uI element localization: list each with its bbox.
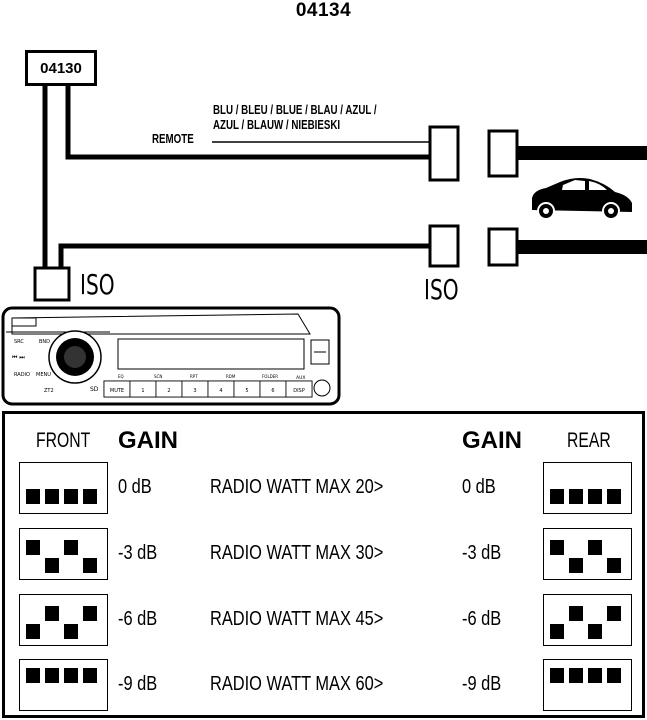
speaker-square	[83, 668, 97, 683]
iso-connector-female	[428, 224, 460, 268]
speaker-square	[26, 540, 40, 555]
rear-speaker-pattern	[543, 594, 632, 646]
speaker-square	[26, 668, 40, 683]
iso-cable	[58, 243, 430, 268]
speaker-square	[64, 540, 78, 555]
remote-connector-female	[428, 125, 460, 182]
gain-header-right: GAIN	[462, 427, 522, 454]
rear-header: REAR	[567, 429, 611, 452]
speaker-square	[569, 668, 583, 683]
rear-speaker-pattern	[543, 528, 632, 580]
svg-text:SRC: SRC	[14, 339, 24, 345]
speaker-square	[588, 540, 602, 555]
front-speaker-pattern	[19, 659, 108, 711]
gain-header-left: GAIN	[118, 427, 178, 454]
radio-button-label: 2	[167, 388, 170, 394]
speaker-square	[45, 606, 59, 621]
front-speaker-pattern	[19, 594, 108, 646]
radio-small-label: FOLDER	[262, 374, 278, 379]
speaker-square	[26, 624, 40, 639]
svg-text:MENU: MENU	[36, 372, 51, 378]
radio-button-7	[285, 380, 313, 398]
speaker-square	[45, 558, 59, 573]
vehicle-cable-remote	[517, 146, 647, 160]
svg-text:ZT2: ZT2	[44, 388, 54, 394]
radio-button-label: 5	[245, 388, 248, 394]
front-header: FRONT	[36, 429, 91, 452]
speaker-square	[64, 624, 78, 639]
remote-label: REMOTE	[152, 132, 194, 146]
speaker-square	[569, 606, 583, 621]
radio-watt-max-label: RADIO WATT MAX 30>	[210, 542, 384, 564]
svg-text:SD: SD	[90, 386, 99, 393]
speaker-square	[588, 489, 602, 504]
speaker-square	[588, 624, 602, 639]
radio-button-label: 1	[141, 388, 144, 394]
car-icon	[532, 178, 632, 220]
svg-text:⏮ ⏭: ⏮ ⏭	[12, 354, 25, 361]
wiring-diagram: SRC BND ⏮ ⏭ RADIO MENU ZT2 SD AUX ISO MU…	[1, 86, 647, 406]
wire-color-label-line1: BLU / BLEU / BLUE / BLAU / AZUL /	[213, 103, 377, 117]
diagram-title: 04134	[295, 0, 352, 21]
radio-button-label: DISP	[293, 388, 305, 394]
speaker-square	[26, 489, 40, 504]
speaker-square	[45, 489, 59, 504]
radio-button-label: MUTE	[110, 388, 124, 394]
speaker-square	[83, 489, 97, 504]
speaker-square	[569, 558, 583, 573]
rear-speaker-pattern	[543, 462, 632, 514]
radio-head-unit: SRC BND ⏮ ⏭ RADIO MENU ZT2 SD AUX ISO	[1, 306, 341, 406]
front-gain-value: -6 dB	[118, 608, 158, 630]
gain-table: FRONT GAIN GAIN REAR 0 dB RADIO WATT MAX …	[2, 411, 645, 718]
speaker-square	[569, 489, 583, 504]
remote-connector-male	[487, 129, 519, 178]
speaker-square	[588, 668, 602, 683]
rear-speaker-pattern	[543, 659, 632, 711]
speaker-square	[45, 668, 59, 683]
module-04130-box: 04130	[25, 50, 97, 86]
rear-gain-value: 0 dB	[462, 476, 496, 498]
speaker-square	[83, 558, 97, 573]
svg-text:BND: BND	[39, 339, 50, 345]
rear-gain-value: -3 dB	[462, 542, 502, 564]
vehicle-cable-iso	[517, 240, 647, 254]
front-speaker-pattern	[19, 528, 108, 580]
svg-text:RADIO: RADIO	[14, 372, 30, 378]
radio-small-label: RPT	[190, 374, 198, 379]
speaker-square	[550, 668, 564, 683]
radio-button-label: 6	[271, 388, 274, 394]
speaker-square	[64, 668, 78, 683]
speaker-square	[607, 606, 621, 621]
rear-gain-value: -6 dB	[462, 608, 502, 630]
speaker-square	[607, 558, 621, 573]
front-speaker-pattern	[19, 462, 108, 514]
speaker-square	[550, 540, 564, 555]
speaker-square	[607, 668, 621, 683]
iso-label-left: ISO	[80, 268, 115, 301]
iso-connector-left	[33, 266, 71, 302]
radio-small-label: EQ	[118, 374, 124, 379]
speaker-square	[83, 606, 97, 621]
wire-color-label-line2: AZUL / BLAUW / NIEBIESKI	[213, 118, 341, 132]
front-gain-value: 0 dB	[118, 476, 152, 498]
radio-button-label: 4	[219, 388, 222, 394]
speaker-square	[64, 489, 78, 504]
speaker-square	[550, 624, 564, 639]
remote-cable	[65, 86, 430, 160]
rear-gain-value: -9 dB	[462, 673, 502, 695]
radio-watt-max-label: RADIO WATT MAX 60>	[210, 673, 384, 695]
iso-connector-male	[487, 227, 519, 267]
radio-button-label: 3	[193, 388, 196, 394]
speaker-square	[550, 489, 564, 504]
radio-watt-max-label: RADIO WATT MAX 45>	[210, 608, 384, 630]
front-gain-value: -3 dB	[118, 542, 158, 564]
iso-label-right: ISO	[424, 273, 459, 306]
radio-small-label: RDM	[226, 374, 236, 379]
svg-text:AUX: AUX	[296, 375, 305, 381]
front-gain-value: -9 dB	[118, 673, 158, 695]
radio-small-label: SCN	[154, 374, 162, 379]
speaker-square	[607, 489, 621, 504]
radio-watt-max-label: RADIO WATT MAX 20>	[210, 476, 384, 498]
